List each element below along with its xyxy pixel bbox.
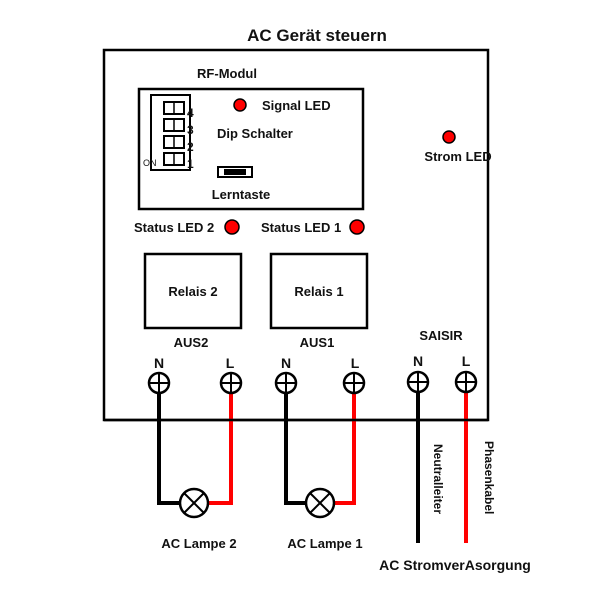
wire-neutral-lamp-2 [157,393,180,505]
wire-phase-lamp-1 [334,393,356,505]
dip-on-label: ON [143,158,157,168]
terminal-screw-icon [342,371,366,395]
relay-1-box [269,252,369,330]
dip-switch-label: Dip Schalter [217,126,293,141]
power-supply-label: AC StromverAsorgung [379,557,531,573]
terminal-screw-icon [219,371,243,395]
lamp-1-icon [304,487,336,519]
terminal-screw-icon [454,370,478,394]
learn-button-label: Lerntaste [212,187,271,202]
neutral-wire-label: Neutralleiter [431,444,445,514]
dip-number-1: 1 [187,157,194,171]
input-label: SAISIR [419,328,463,343]
phase-wire-label: Phasenkabel [482,441,496,514]
terminal-label-aus2-l: L [226,355,235,371]
dip-number-4: 4 [187,106,194,120]
terminal-label-in-n: N [413,353,423,369]
status-led-1-icon [349,219,365,235]
terminal-screw-icon [147,371,171,395]
status-led-2-icon [224,219,240,235]
relay-1-label: Relais 1 [294,284,343,299]
rf-module-box [137,87,365,211]
terminal-screw-icon [406,370,430,394]
status-led-1-label: Status LED 1 [261,220,341,235]
dip-switch[interactable]: 4 3 2 1 ON [143,94,194,171]
signal-led-label: Signal LED [262,98,331,113]
output-1-label: AUS1 [300,335,335,350]
output-2-label: AUS2 [174,335,209,350]
dip-number-3: 3 [187,123,194,137]
terminal-label-aus1-n: N [281,355,291,371]
terminal-screw-icon [274,371,298,395]
relay-2-box [143,252,243,330]
lamp-1-label: AC Lampe 1 [287,536,362,551]
terminal-label-in-l: L [462,353,471,369]
status-led-2-label: Status LED 2 [134,220,214,235]
learn-button-icon[interactable] [217,166,253,178]
learn-button[interactable] [217,166,253,178]
dip-number-2: 2 [187,140,194,154]
terminal-label-aus2-n: N [154,355,164,371]
lamp-2-label: AC Lampe 2 [161,536,236,551]
wire-phase-lamp-2 [209,393,233,505]
diagram-title: AC Gerät steuern [247,26,387,45]
wire-neutral-lamp-1 [284,393,306,505]
terminal-label-aus1-l: L [351,355,360,371]
signal-led-icon [233,98,247,112]
lamp-2-icon [178,487,210,519]
dip-switch-housing [150,94,191,171]
power-led-label: Strom LED [424,149,491,164]
rf-module-label: RF-Modul [197,66,257,81]
relay-2-label: Relais 2 [168,284,217,299]
power-led-icon [442,130,456,144]
